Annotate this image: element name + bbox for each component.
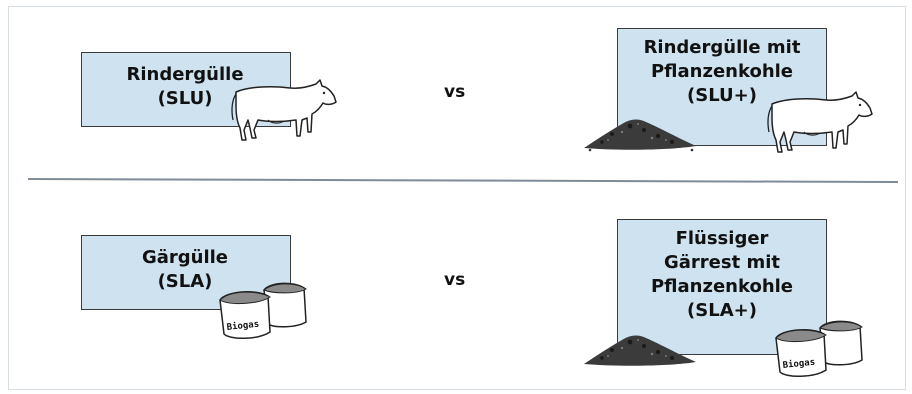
- label-slu-line2: (SLU): [110, 87, 260, 111]
- biogas-tanks-icon: Biogas: [772, 314, 872, 378]
- vs-bottom: vs: [444, 270, 465, 290]
- label-sla-plus-line3: Pflanzenkohle: [627, 275, 817, 299]
- label-sla-plus-line4: (SLA+): [627, 299, 817, 323]
- label-sla-plus-line2: Gärrest mit: [627, 251, 817, 275]
- label-sla-line2: (SLA): [110, 270, 260, 294]
- label-slu: Rindergülle (SLU): [110, 63, 260, 111]
- label-slu-plus-line2: Pflanzenkohle: [627, 60, 817, 84]
- label-sla: Gärgülle (SLA): [110, 246, 260, 294]
- biochar-pile-icon: [582, 110, 700, 154]
- label-slu-plus-line3: (SLU+): [627, 84, 817, 108]
- label-sla-plus: Flüssiger Gärrest mit Pflanzenkohle (SLA…: [627, 227, 817, 323]
- biochar-pile-icon: [582, 326, 700, 370]
- label-sla-plus-line1: Flüssiger: [627, 227, 817, 251]
- label-slu-plus: Rindergülle mit Pflanzenkohle (SLU+): [627, 36, 817, 108]
- label-slu-plus-line1: Rindergülle mit: [627, 36, 817, 60]
- vs-top: vs: [444, 82, 465, 102]
- label-sla-line1: Gärgülle: [110, 246, 260, 270]
- label-slu-line1: Rindergülle: [110, 63, 260, 87]
